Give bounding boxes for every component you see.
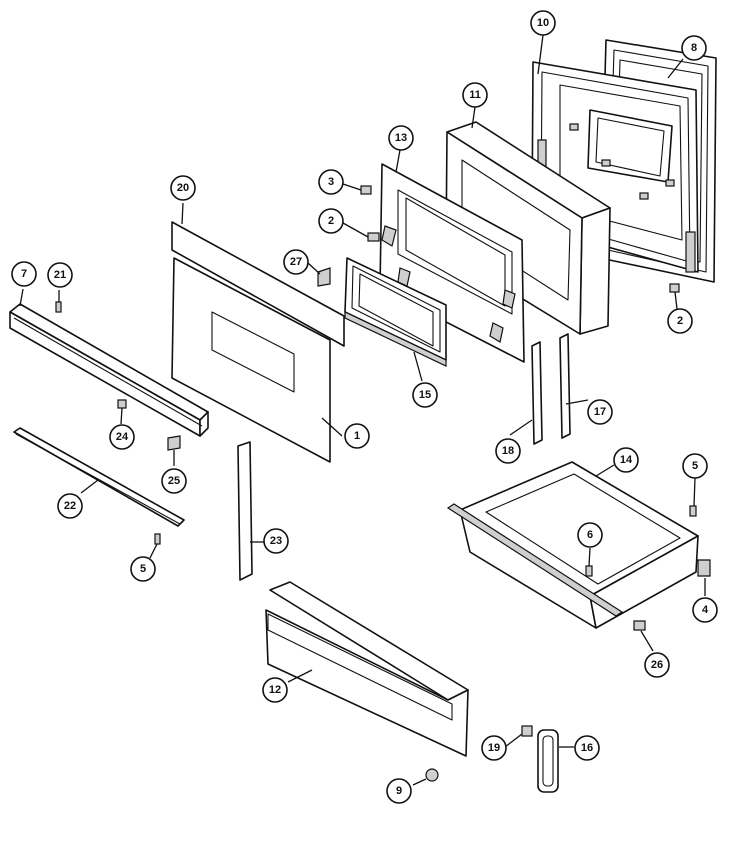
part-2a-clip: [367, 232, 380, 242]
callout-4: 4: [692, 597, 718, 623]
callout-25: 25: [161, 468, 187, 494]
callout-15: 15: [412, 382, 438, 408]
svg-text:9: 9: [396, 785, 402, 797]
callout-26: 26: [644, 652, 670, 678]
callout-23: 23: [263, 528, 289, 554]
svg-text:13: 13: [395, 132, 407, 144]
part-11-door-box: [445, 121, 611, 335]
part-13-inner-frame: [379, 163, 525, 363]
callout-3: 3: [318, 169, 344, 195]
svg-text:2: 2: [677, 315, 683, 327]
callout-22: 22: [57, 493, 83, 519]
svg-text:26: 26: [651, 659, 663, 671]
svg-text:14: 14: [620, 454, 633, 466]
callout-1: 1: [344, 423, 370, 449]
part-6-screw: [585, 565, 593, 577]
part-21-screw: [55, 301, 62, 313]
callout-14: 14: [613, 447, 639, 473]
part-26-clip: [633, 620, 646, 631]
part-24-screw: [117, 399, 127, 409]
part-14-drawer-pan: [446, 461, 699, 629]
part-15-window-frame: [344, 257, 447, 367]
svg-text:15: 15: [419, 389, 431, 401]
callout-20: 20: [170, 175, 196, 201]
part-3-clip: [360, 185, 372, 195]
svg-text:6: 6: [587, 529, 593, 541]
part-7-top-rail: [9, 303, 209, 437]
part-1-outer-door: [171, 257, 331, 463]
callout-18: 18: [495, 438, 521, 464]
small-hardware: [55, 185, 711, 782]
svg-text:22: 22: [64, 500, 76, 512]
part-5a-screw: [689, 505, 697, 517]
part-18-side-seal: [531, 341, 543, 445]
part-20-glass-panel: [171, 221, 345, 347]
part-22-lower-trim: [13, 427, 185, 527]
part-19-clip: [521, 725, 533, 737]
svg-text:24: 24: [116, 431, 129, 443]
part-17-side-seal: [559, 333, 571, 439]
callout-16: 16: [574, 735, 600, 761]
svg-text:17: 17: [594, 406, 606, 418]
part-5b-screw: [154, 533, 161, 545]
svg-text:25: 25: [168, 475, 180, 487]
svg-text:3: 3: [328, 176, 334, 188]
svg-text:2: 2: [328, 215, 334, 227]
callout-6: 6: [577, 522, 603, 548]
svg-text:18: 18: [502, 445, 514, 457]
callout-8: 8: [681, 35, 707, 61]
svg-text:5: 5: [140, 563, 146, 575]
callout-27: 27: [283, 249, 309, 275]
callout-21: 21: [47, 262, 73, 288]
svg-text:27: 27: [290, 256, 302, 268]
part-2b-clip: [669, 283, 680, 293]
part-23-side-strip: [237, 441, 253, 581]
callout-5a: 5: [682, 453, 708, 479]
part-9-knob: [425, 768, 439, 782]
callout-2a: 2: [318, 208, 344, 234]
svg-text:10: 10: [537, 17, 549, 29]
callout-12: 12: [262, 677, 288, 703]
svg-text:8: 8: [691, 42, 697, 54]
callout-7: 7: [11, 261, 37, 287]
svg-text:5: 5: [692, 460, 698, 472]
part-27-bracket: [317, 267, 331, 287]
callout-10: 10: [530, 10, 556, 36]
part-12-drawer-front: [265, 581, 469, 757]
svg-text:21: 21: [54, 269, 66, 281]
callout-5b: 5: [130, 556, 156, 582]
callout-2b: 2: [667, 308, 693, 334]
part-25-clip: [167, 435, 181, 451]
callout-11: 11: [462, 82, 488, 108]
callout-19: 19: [481, 735, 507, 761]
svg-text:1: 1: [354, 430, 360, 442]
callout-24: 24: [109, 424, 135, 450]
part-4-clip: [697, 559, 711, 577]
svg-text:23: 23: [270, 535, 282, 547]
svg-text:19: 19: [488, 742, 500, 754]
part-16-handle-cap: [537, 729, 559, 793]
callouts: 1 2 2 3 4 5 5 6 7 8 9 10 11 12 13 14 15 …: [11, 10, 718, 804]
svg-text:4: 4: [702, 604, 709, 616]
svg-text:12: 12: [269, 684, 281, 696]
leader-lines: [19, 34, 706, 786]
svg-text:16: 16: [581, 742, 593, 754]
svg-text:7: 7: [21, 268, 27, 280]
svg-text:20: 20: [177, 182, 189, 194]
callout-13: 13: [388, 125, 414, 151]
callout-17: 17: [587, 399, 613, 425]
callout-9: 9: [386, 778, 412, 804]
svg-text:11: 11: [469, 89, 481, 101]
